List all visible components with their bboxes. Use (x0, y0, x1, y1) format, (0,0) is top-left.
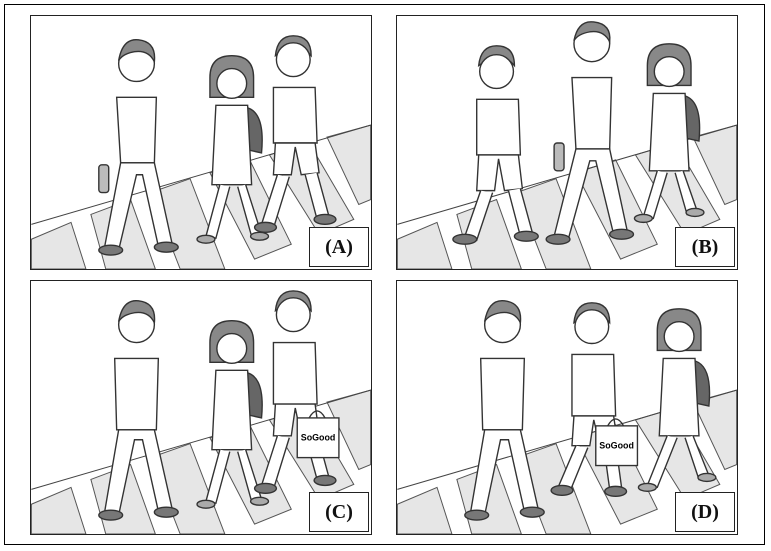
bag-text: SoGood (599, 441, 634, 451)
tall-boy (98, 300, 179, 521)
panel-a-scene (31, 35, 371, 269)
short-boy (253, 35, 337, 233)
panel-c: SoGood (C) (30, 280, 372, 535)
tall-boy-with-bottle (98, 39, 179, 256)
tall-boy-with-bottle (545, 21, 635, 245)
short-boy-with-shopping-bag (253, 290, 340, 495)
panel-b-label: (B) (675, 227, 735, 267)
girl-with-backpack (637, 308, 717, 493)
girl-with-backpack (196, 54, 270, 244)
panel-a: (A) (30, 15, 372, 270)
panel-b: (B) (396, 15, 738, 270)
panel-b-scene (397, 21, 737, 269)
short-boy-with-shopping-bag (550, 302, 639, 497)
girl-with-backpack (633, 43, 705, 224)
figure-frame (4, 4, 765, 545)
short-boy (452, 45, 539, 245)
bag-text: SoGood (301, 433, 336, 443)
panel-d: SoGood (D) (396, 280, 738, 535)
panel-c-scene: SoGood (31, 290, 371, 534)
panel-d-label: (D) (675, 492, 735, 532)
tall-boy (464, 300, 545, 521)
girl-with-backpack (196, 319, 270, 509)
panel-c-label: (C) (309, 492, 369, 532)
panel-d-scene: SoGood (397, 300, 737, 534)
panel-a-label: (A) (309, 227, 369, 267)
